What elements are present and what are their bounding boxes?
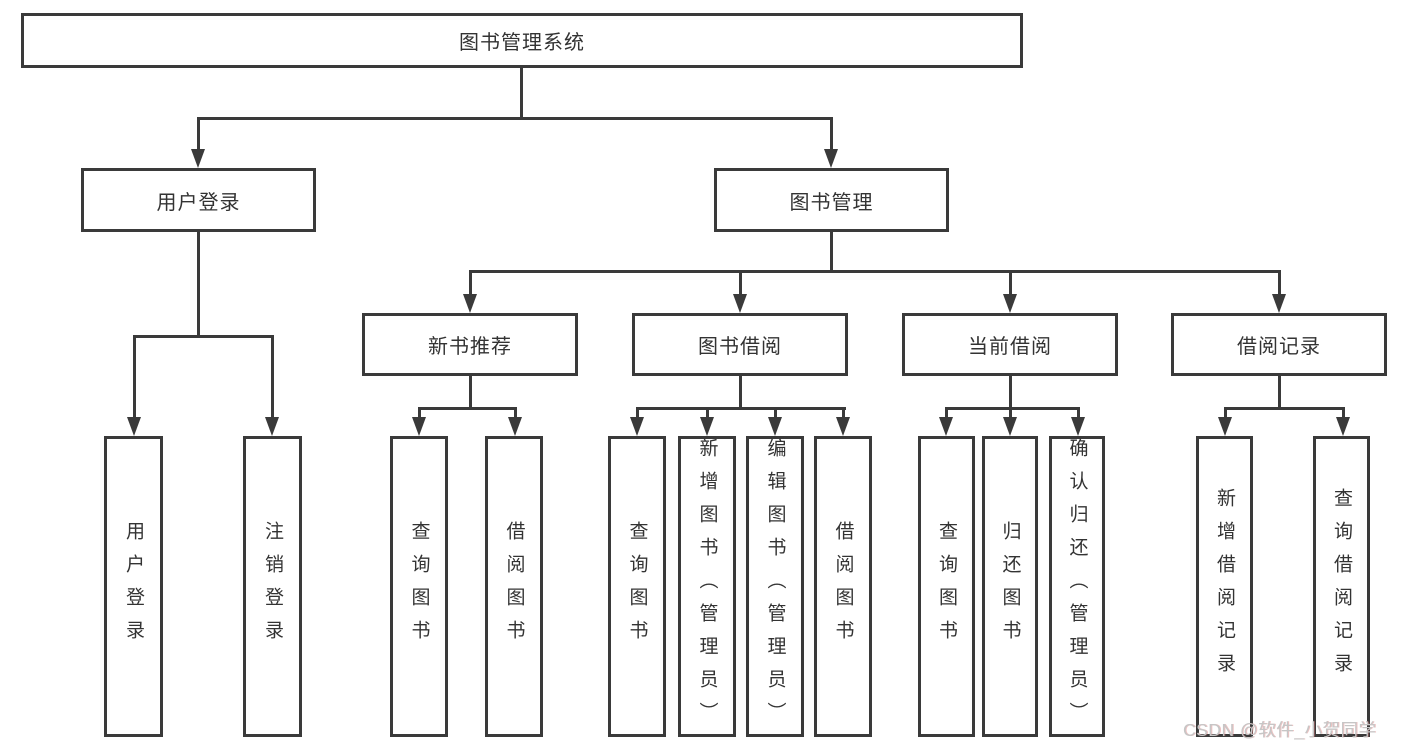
arrowhead-leaf-current-query-icon — [939, 417, 953, 436]
node-book-borrow-label: 图书借阅 — [698, 336, 782, 358]
node-current-borrow-label: 当前借阅 — [968, 336, 1052, 358]
edge-to-book-borrow — [739, 270, 742, 295]
edge-to-leaf-user-login — [133, 335, 136, 419]
arrowhead-leaf-records-add-icon — [1218, 417, 1232, 436]
edge-to-current-borrow — [1009, 270, 1012, 295]
arrowhead-leaf-borrow-book-icon — [836, 417, 850, 436]
leaf-records-add: 新增借阅记录 — [1196, 436, 1253, 737]
leaf-current-confirm-return: 确认归还（管理员） — [1049, 436, 1105, 737]
edge-to-leaf-current-query — [945, 407, 948, 419]
leaf-current-query-label: 查询图书 — [936, 520, 957, 653]
leaf-newbooks-borrow: 借阅图书 — [485, 436, 543, 737]
edge-new-book-recommend-rail — [418, 407, 517, 410]
edge-root-rail — [197, 117, 833, 120]
edge-borrow-records-rail — [1224, 407, 1345, 410]
edge-root-stem — [520, 68, 523, 119]
node-book-management-label: 图书管理 — [789, 191, 874, 214]
arrowhead-leaf-newbooks-borrow-icon — [508, 417, 522, 436]
edge-to-leaf-borrow-edit — [774, 407, 777, 419]
arrowhead-book-borrow-icon — [733, 294, 747, 313]
arrowhead-leaf-borrow-add-icon — [700, 417, 714, 436]
edge-current-borrow-stem — [1009, 376, 1012, 410]
edge-user-login-rail — [133, 335, 274, 338]
leaf-newbooks-borrow-label: 借阅图书 — [503, 520, 525, 653]
arrowhead-leaf-records-query-icon — [1336, 417, 1350, 436]
node-root-label: 图书管理系统 — [459, 32, 585, 54]
leaf-current-confirm-return-label: 确认归还（管理员） — [1066, 438, 1088, 735]
edge-to-leaf-current-confirm — [1077, 407, 1080, 419]
leaf-borrow-book: 借阅图书 — [814, 436, 872, 737]
edge-to-leaf-records-query — [1342, 407, 1345, 419]
edge-borrow-records-stem — [1278, 376, 1281, 410]
leaf-records-add-label: 新增借阅记录 — [1214, 487, 1235, 686]
leaf-user-login-label: 用户登录 — [123, 520, 144, 653]
edge-root-to-user-login — [197, 117, 200, 151]
edge-current-borrow-rail — [945, 407, 1080, 410]
leaf-current-return: 归还图书 — [982, 436, 1038, 737]
arrowhead-current-borrow-icon — [1003, 294, 1017, 313]
edge-to-new-book-recommend — [469, 270, 472, 295]
arrowhead-leaf-newbooks-query-icon — [412, 417, 426, 436]
edge-to-leaf-newbooks-query — [418, 407, 421, 419]
arrowhead-leaf-logout-icon — [265, 417, 279, 436]
arrowhead-user-login-icon — [191, 149, 205, 168]
arrowhead-leaf-current-return-icon — [1003, 417, 1017, 436]
edge-book-borrow-stem — [739, 376, 742, 410]
edge-to-borrow-records — [1278, 270, 1281, 295]
leaf-borrow-query: 查询图书 — [608, 436, 666, 737]
arrowhead-leaf-borrow-edit-icon — [768, 417, 782, 436]
leaf-records-query: 查询借阅记录 — [1313, 436, 1370, 737]
node-current-borrow: 当前借阅 — [902, 313, 1118, 376]
node-book-borrow: 图书借阅 — [632, 313, 848, 376]
csdn-watermark: CSDN @软件_小贺同学 — [1183, 720, 1377, 740]
leaf-newbooks-query-label: 查询图书 — [408, 520, 430, 653]
leaf-borrow-edit-book-label: 编辑图书（管理员） — [764, 438, 786, 735]
edge-book-management-rail — [469, 270, 1281, 273]
edge-user-login-stem — [197, 232, 200, 337]
edge-book-borrow-rail — [636, 407, 846, 410]
leaf-borrow-add-book-label: 新增图书（管理员） — [696, 438, 718, 735]
leaf-logout-label: 注销登录 — [262, 520, 283, 653]
edge-to-leaf-newbooks-borrow — [514, 407, 517, 419]
edge-to-leaf-records-add — [1224, 407, 1227, 419]
node-borrow-records-label: 借阅记录 — [1237, 336, 1321, 358]
arrowhead-leaf-current-confirm-icon — [1071, 417, 1085, 436]
node-borrow-records: 借阅记录 — [1171, 313, 1387, 376]
edge-to-leaf-borrow-query — [636, 407, 639, 419]
edge-root-to-book-management — [830, 117, 833, 151]
node-user-login-label: 用户登录 — [156, 191, 241, 214]
node-root: 图书管理系统 — [21, 13, 1023, 68]
node-user-login: 用户登录 — [81, 168, 316, 232]
leaf-borrow-book-label: 借阅图书 — [832, 520, 854, 653]
leaf-borrow-edit-book: 编辑图书（管理员） — [746, 436, 804, 737]
node-book-management: 图书管理 — [714, 168, 949, 232]
leaf-current-return-label: 归还图书 — [999, 520, 1021, 653]
edge-new-book-recommend-stem — [469, 376, 472, 410]
edge-book-management-stem — [830, 232, 833, 273]
arrowhead-leaf-user-login-icon — [127, 417, 141, 436]
edge-to-leaf-logout — [271, 335, 274, 419]
node-new-book-recommend-label: 新书推荐 — [428, 336, 512, 358]
edge-to-leaf-borrow-book — [842, 407, 845, 419]
leaf-logout: 注销登录 — [243, 436, 302, 737]
leaf-borrow-add-book: 新增图书（管理员） — [678, 436, 736, 737]
node-new-book-recommend: 新书推荐 — [362, 313, 578, 376]
edge-to-leaf-borrow-add — [706, 407, 709, 419]
arrowhead-new-book-recommend-icon — [463, 294, 477, 313]
leaf-current-query: 查询图书 — [918, 436, 975, 737]
leaf-borrow-query-label: 查询图书 — [626, 520, 648, 653]
arrowhead-book-management-icon — [824, 149, 838, 168]
leaf-records-query-label: 查询借阅记录 — [1331, 487, 1352, 686]
leaf-newbooks-query: 查询图书 — [390, 436, 448, 737]
edge-to-leaf-current-return — [1009, 407, 1012, 419]
arrowhead-leaf-borrow-query-icon — [630, 417, 644, 436]
arrowhead-borrow-records-icon — [1272, 294, 1286, 313]
leaf-user-login: 用户登录 — [104, 436, 163, 737]
